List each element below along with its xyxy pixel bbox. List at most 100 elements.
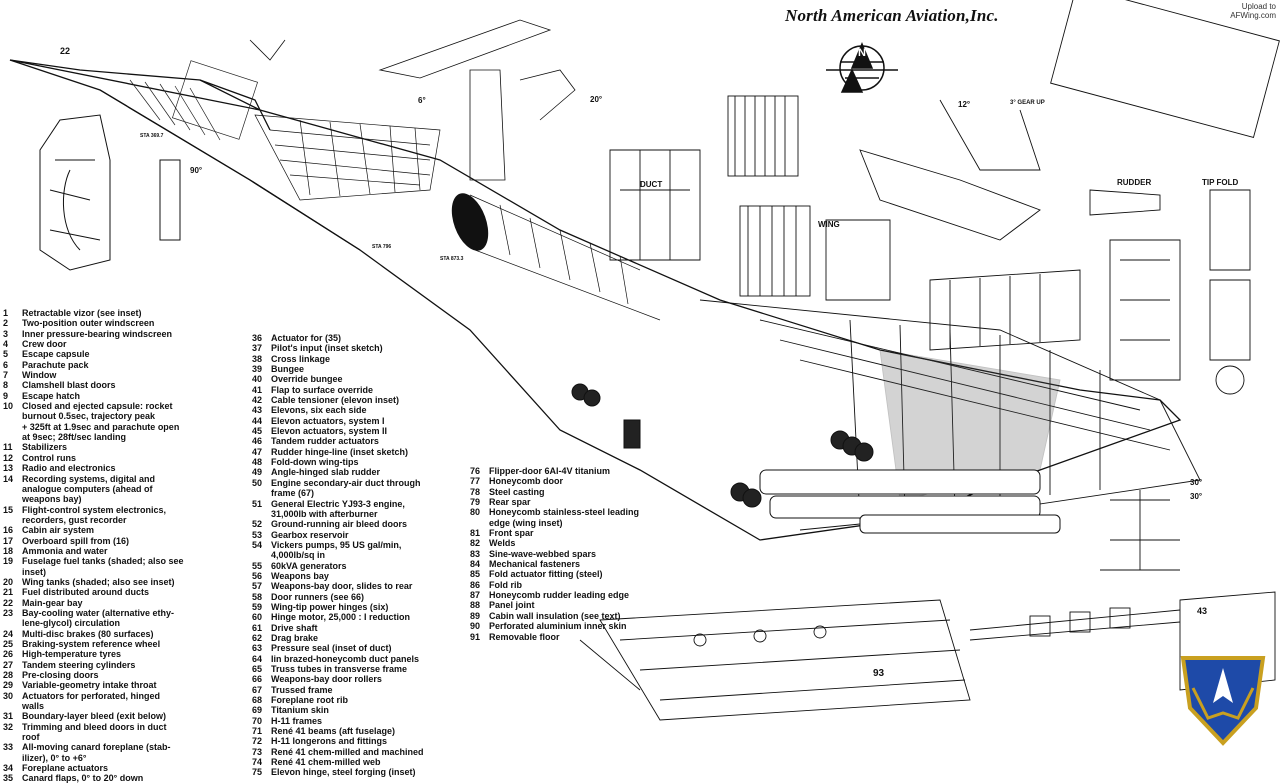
legend-item: 32 Trimming and bleed doors in duct (3, 722, 221, 732)
elevon-inset (859, 99, 1041, 241)
legend-item: recorders, gust recorder (3, 515, 221, 525)
legend-item-number: 41 (252, 384, 263, 395)
legend-item-text: Pilot's input (inset sketch) (271, 343, 383, 354)
station-873: STA 873.3 (440, 256, 464, 262)
legend-item-number: 68 (252, 695, 263, 706)
legend-item-number: 27 (3, 659, 14, 670)
legend-item-text: Tandem rudder actuators (271, 436, 379, 447)
legend-item-number: 32 (3, 721, 14, 732)
legend-item-number: 2 (3, 318, 9, 329)
legend-item-number: 8 (3, 380, 9, 391)
legend-item-number: 60 (252, 612, 263, 623)
intake-opening (451, 193, 489, 251)
legend-item-text: Escape hatch (22, 390, 81, 401)
legend-item-text: Door runners (see 66) (271, 591, 365, 602)
legend-item-text: Fuselage fuel tanks (shaded; also see (22, 556, 184, 567)
legend-item: 84 Mechanical fasteners (470, 559, 670, 569)
legend-item-text: Foreplane actuators (22, 763, 109, 774)
upload-watermark: Upload to AFWing.com (1230, 2, 1276, 20)
legend-item-number: 76 (470, 466, 481, 476)
legend-item-number: 67 (252, 684, 263, 695)
legend-item-number: 5 (3, 349, 9, 360)
legend-item-text: Flap to surface override (271, 384, 374, 395)
callout-22: 22 (60, 46, 71, 56)
legend-item-number: 29 (3, 680, 14, 691)
legend-item-number: 56 (252, 570, 263, 581)
legend-item: burnout 0.5sec, trajectory peak (3, 411, 221, 421)
duct-inset (609, 149, 701, 261)
legend-item-text: Recording systems, digital and (22, 473, 156, 484)
legend-item-number: 12 (3, 452, 14, 463)
legend-item: 4,000lb/sq in (252, 550, 464, 560)
legend-item-number: 70 (252, 715, 263, 726)
legend-item-text: Rudder hinge-line (inset sketch) (271, 446, 409, 457)
legend-item-text: Tandem steering cylinders (22, 659, 136, 670)
intake-duct (469, 194, 661, 321)
legend-item: lene-glycol) circulation (3, 618, 221, 628)
station-369: STA 369.7 (140, 133, 164, 139)
wing-label: WING (818, 220, 840, 229)
legend-item-number (3, 494, 22, 504)
legend-item-number: 86 (470, 579, 481, 590)
legend-item: + 325ft at 1.9sec and parachute open (3, 422, 221, 432)
wing-spar-inset (929, 269, 1081, 351)
legend-item-text: Override bungee (271, 374, 343, 385)
angle-label-6: 6° (418, 96, 426, 105)
legend-item-text: Rear spar (489, 497, 531, 508)
legend-item-text: Trimming and bleed doors in duct (22, 721, 167, 732)
legend-item-text: Mechanical fasteners (489, 559, 581, 570)
legend-item-text: burnout 0.5sec, trajectory peak (22, 411, 156, 422)
legend-item-text: Elevon actuators, system II (271, 426, 388, 437)
legend-item-text: Cabin wall insulation (see text) (489, 610, 621, 621)
legend-item-text: Weapons-bay door rollers (271, 674, 382, 685)
legend-item: inset) (3, 567, 221, 577)
foreplane-inset (249, 19, 576, 181)
legend-item-number: 59 (252, 601, 263, 612)
legend-item-number (3, 618, 22, 628)
legend-item-number: 18 (3, 545, 14, 556)
legend-item-number (3, 484, 22, 494)
legend-item-text: Escape capsule (22, 349, 90, 360)
legend-item-number: 71 (252, 726, 263, 737)
legend-item-text: Clamshell blast doors (22, 380, 116, 391)
legend-item-number: 7 (3, 370, 9, 381)
manufacturer-title: North American Aviation,Inc. (785, 6, 999, 25)
legend-item-text: edge (wing inset) (489, 517, 563, 528)
legend-item-text: Honeycomb stainless-steel leading (489, 507, 640, 518)
legend-item-text: Window (22, 370, 57, 381)
legend-item-number: 53 (252, 529, 263, 540)
legend-item-number: 19 (3, 556, 14, 567)
legend-item: 7 Window (3, 370, 221, 380)
legend-item-number: 84 (470, 559, 481, 570)
naa-logo-icon (826, 42, 898, 93)
legend-item-text: Variable-geometry intake throat (22, 680, 157, 691)
